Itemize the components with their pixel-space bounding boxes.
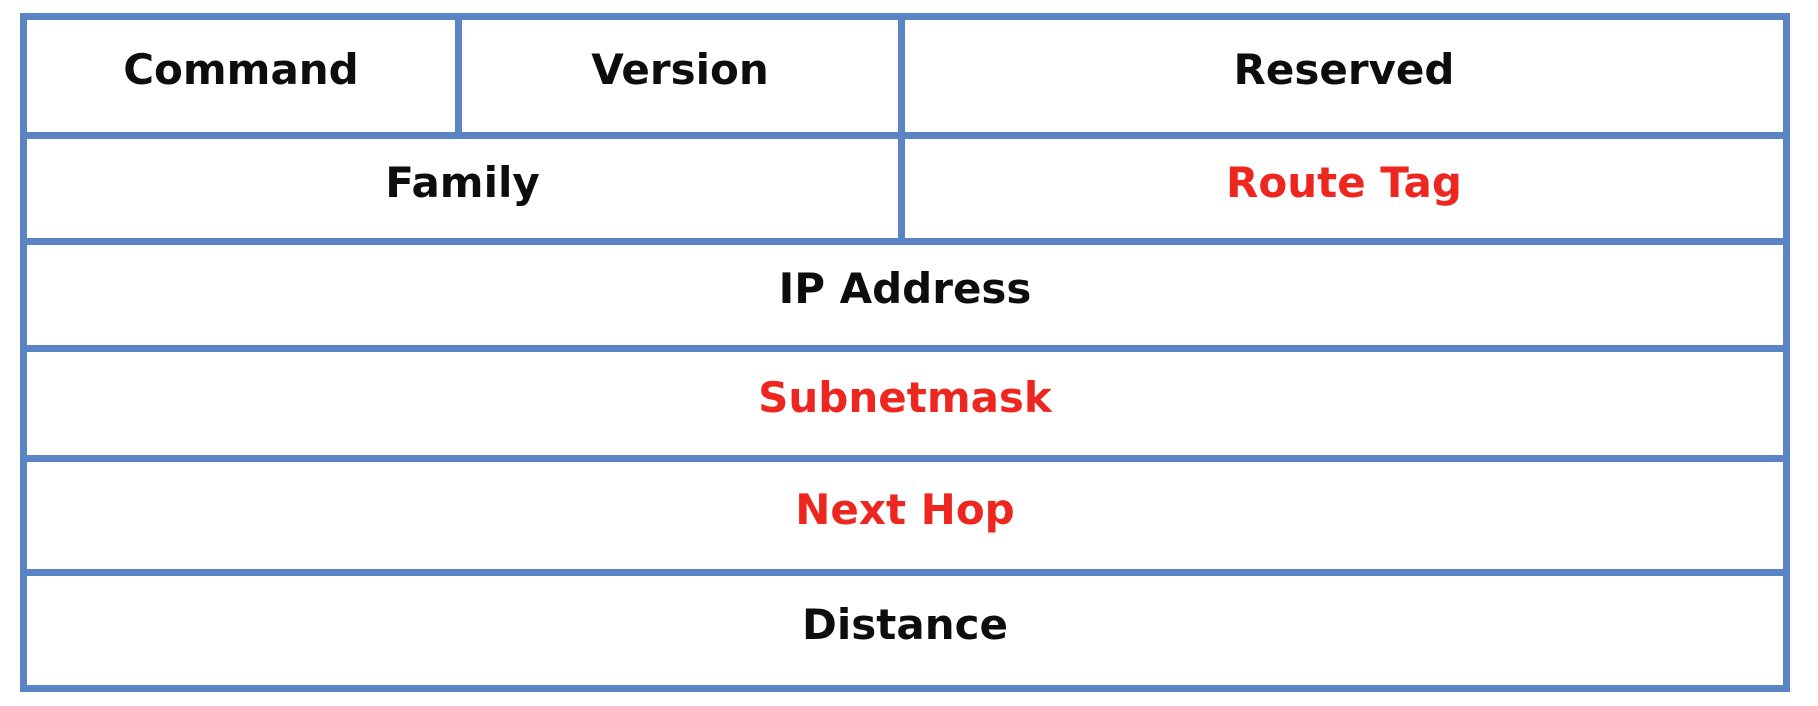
field-version-label: Version xyxy=(591,45,769,94)
packet-row: IP Address xyxy=(27,245,1783,352)
packet-row: Command Version Reserved xyxy=(27,20,1783,139)
field-family-label: Family xyxy=(385,157,540,207)
packet-row: Subnetmask xyxy=(27,352,1783,462)
field-reserved-label: Reserved xyxy=(1233,45,1455,94)
field-version: Version xyxy=(462,20,905,132)
packet-row: Distance xyxy=(27,576,1783,685)
field-next-hop-label: Next Hop xyxy=(795,484,1015,534)
packet-format-diagram: Command Version Reserved Family Route Ta… xyxy=(20,13,1790,692)
field-next-hop: Next Hop xyxy=(27,462,1783,569)
field-distance-label: Distance xyxy=(802,599,1008,649)
field-distance: Distance xyxy=(27,576,1783,685)
field-route-tag: Route Tag xyxy=(905,139,1783,238)
field-subnetmask: Subnetmask xyxy=(27,352,1783,455)
field-reserved: Reserved xyxy=(905,20,1783,132)
field-route-tag-label: Route Tag xyxy=(1226,157,1462,207)
field-ip-address-label: IP Address xyxy=(778,264,1032,313)
field-command: Command xyxy=(27,20,462,132)
packet-row: Next Hop xyxy=(27,462,1783,576)
field-ip-address: IP Address xyxy=(27,245,1783,345)
field-subnetmask-label: Subnetmask xyxy=(758,372,1052,422)
field-family: Family xyxy=(27,139,905,238)
field-command-label: Command xyxy=(123,45,359,94)
packet-row: Family Route Tag xyxy=(27,139,1783,245)
